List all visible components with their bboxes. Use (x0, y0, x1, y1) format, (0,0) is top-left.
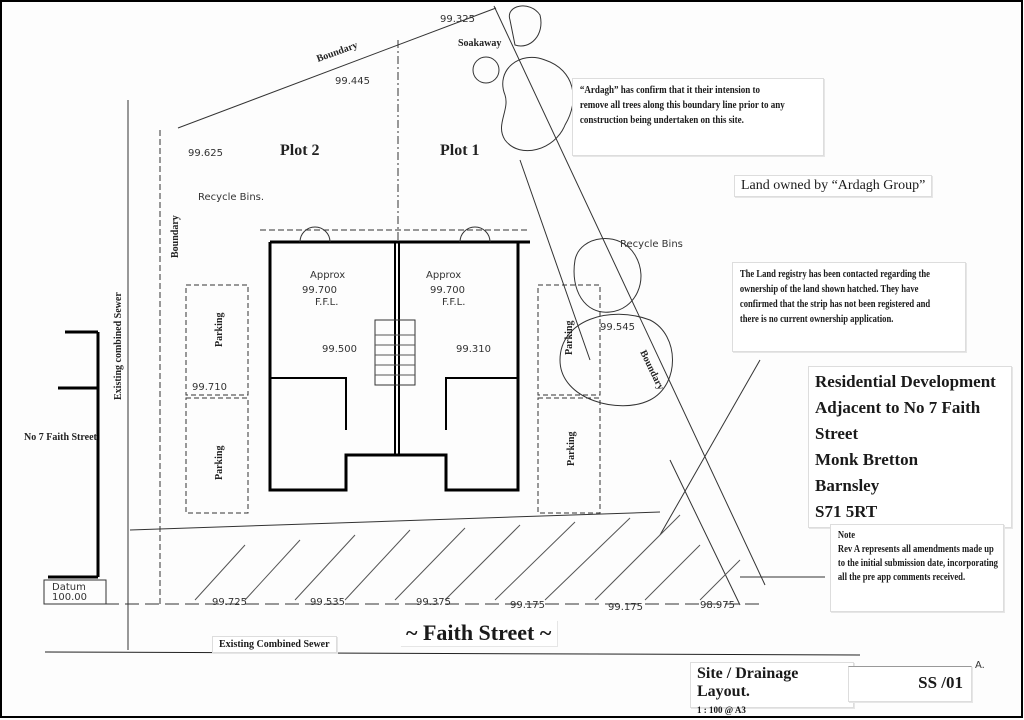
boundary-top-label: Boundary (315, 40, 359, 65)
ffl-label: F.F.L. (442, 297, 465, 308)
tree-line (519, 159, 591, 361)
road-level: 99.725 (212, 597, 247, 608)
boundary-line-top (177, 7, 497, 129)
approx-label: Approx (426, 270, 461, 281)
address-line: Adjacent to No 7 Faith Street (815, 398, 981, 443)
tree-outline (500, 56, 574, 152)
tree-outline (573, 238, 642, 313)
plot2-label: Plot 2 (280, 142, 320, 159)
ardagh-trees-note: “Ardagh” has confirm that it their inten… (572, 78, 824, 156)
drain-run-right (669, 459, 741, 606)
french-doors (299, 226, 331, 243)
level-plot2-rear: 99.625 (188, 148, 223, 159)
tree-outline (559, 313, 673, 407)
approx-label: Approx (310, 270, 345, 281)
parking-label: Parking (566, 432, 577, 466)
no7-building-outline (48, 330, 100, 579)
drawing-number: SS /01 (918, 673, 963, 692)
boundary-left-label: Boundary (170, 215, 181, 258)
road-level: 99.175 (608, 602, 643, 613)
level-plot1-inside: 99.310 (456, 344, 491, 355)
land-registry-text: The Land registry has been contacted reg… (739, 269, 931, 325)
revision-note: Note Rev A represents all amendments mad… (830, 524, 1004, 612)
drain-run-diagonal (659, 359, 761, 536)
revision-note-text: Rev A represents all amendments made up … (837, 544, 998, 583)
datum-box (43, 579, 107, 605)
land-owned-label: Land owned by “Ardagh Group” (734, 175, 933, 197)
drawing-title-block: Site / Drainage Layout. 1 : 100 @ A3 (690, 662, 854, 715)
ffl-plot1: 99.700 (430, 285, 465, 296)
ardagh-trees-text: “Ardagh” has confirm that it their inten… (579, 85, 785, 126)
parking-bay (537, 284, 601, 396)
address-line: Monk Bretton (815, 450, 919, 469)
stair-treads (375, 334, 415, 376)
existing-sewer-vertical-label: Existing combined Sewer (113, 292, 124, 400)
parking-bay (185, 284, 249, 396)
address-line: Residential Development (815, 372, 996, 391)
soakaway-label: Soakaway (458, 38, 501, 49)
road-kerb (44, 651, 861, 656)
boundary-right-label: Boundary (637, 348, 666, 391)
level-left-parking: 99.710 (192, 382, 227, 393)
drawing-title: Site / Drainage Layout. (697, 665, 799, 700)
hatched-land-strip (194, 514, 741, 601)
datum-label: Datum (52, 582, 86, 593)
recycle-bins-left-label: Recycle Bins. (198, 192, 264, 203)
land-registry-note: The Land registry has been contacted reg… (732, 262, 966, 352)
tree-outline (508, 5, 542, 47)
road-level: 99.535 (310, 597, 345, 608)
building-outline (268, 240, 530, 492)
no7-label: No 7 Faith Street (24, 432, 98, 443)
level-plot2-inside: 99.500 (322, 344, 357, 355)
datum-value: 100.00 (52, 592, 87, 603)
drain-run (129, 511, 661, 531)
revision-mark: A. (975, 660, 985, 671)
french-doors (459, 226, 491, 243)
street-name: ~ Faith Street ~ (400, 620, 558, 646)
address-line: S71 5RT (815, 502, 878, 521)
parking-bay (537, 397, 601, 514)
address-line: Barnsley (815, 476, 880, 495)
parking-label: Parking (214, 446, 225, 480)
level-boundary-top: 99.445 (335, 76, 370, 87)
ffl-plot2: 99.700 (302, 285, 337, 296)
drawing-number-block: SS /01 (848, 666, 972, 702)
recycle-bins-right-label: Recycle Bins (620, 239, 683, 250)
revision-note-body: Note Rev A represents all amendments mad… (831, 525, 1008, 589)
parking-label: Parking (214, 313, 225, 347)
parking-bay (185, 397, 249, 514)
address-block: Residential Development Adjacent to No 7… (808, 366, 1012, 528)
ffl-label: F.F.L. (315, 297, 338, 308)
level-soakaway-top: 99.325 (440, 14, 475, 25)
revision-note-title: Note (837, 530, 856, 541)
plot1-label: Plot 1 (440, 142, 480, 159)
level-right-tree: 99.545 (600, 322, 635, 333)
soakaway-icon (472, 56, 500, 84)
drawing-scale: 1 : 100 @ A3 (697, 705, 746, 715)
road-level: 99.175 (510, 600, 545, 611)
road-level: 98.975 (700, 600, 735, 611)
existing-sewer-label: Existing Combined Sewer (212, 636, 337, 653)
staircase (374, 319, 416, 386)
road-level: 99.375 (416, 597, 451, 608)
parking-label: Parking (564, 321, 575, 355)
boundary-line-diagonal (493, 5, 766, 586)
